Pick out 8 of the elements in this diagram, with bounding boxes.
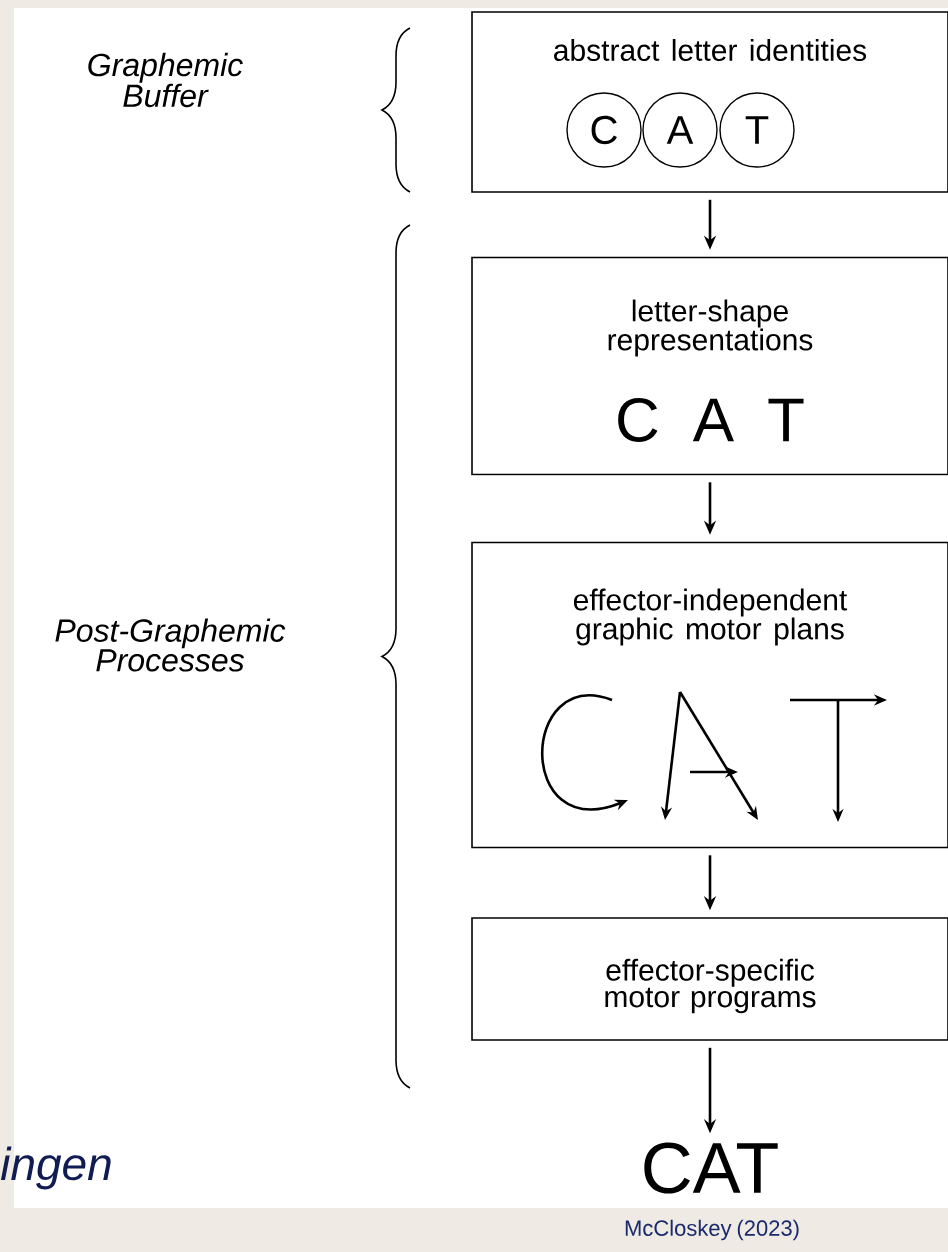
bracket-label: Graphemic Buffer [88,52,243,108]
title-fragment: ingen [0,1146,111,1190]
source-citation: McCloskey (2023) [625,1219,799,1241]
process-box: effector-independent graphic motor plans [471,541,948,849]
process-box: letter-shape representations C A T [471,256,948,476]
handwritten-word: CAT [644,1142,778,1194]
process-box: effector-specific motor programs [471,917,948,1041]
bracket-label: Post-Graphemic Processes [55,618,286,672]
